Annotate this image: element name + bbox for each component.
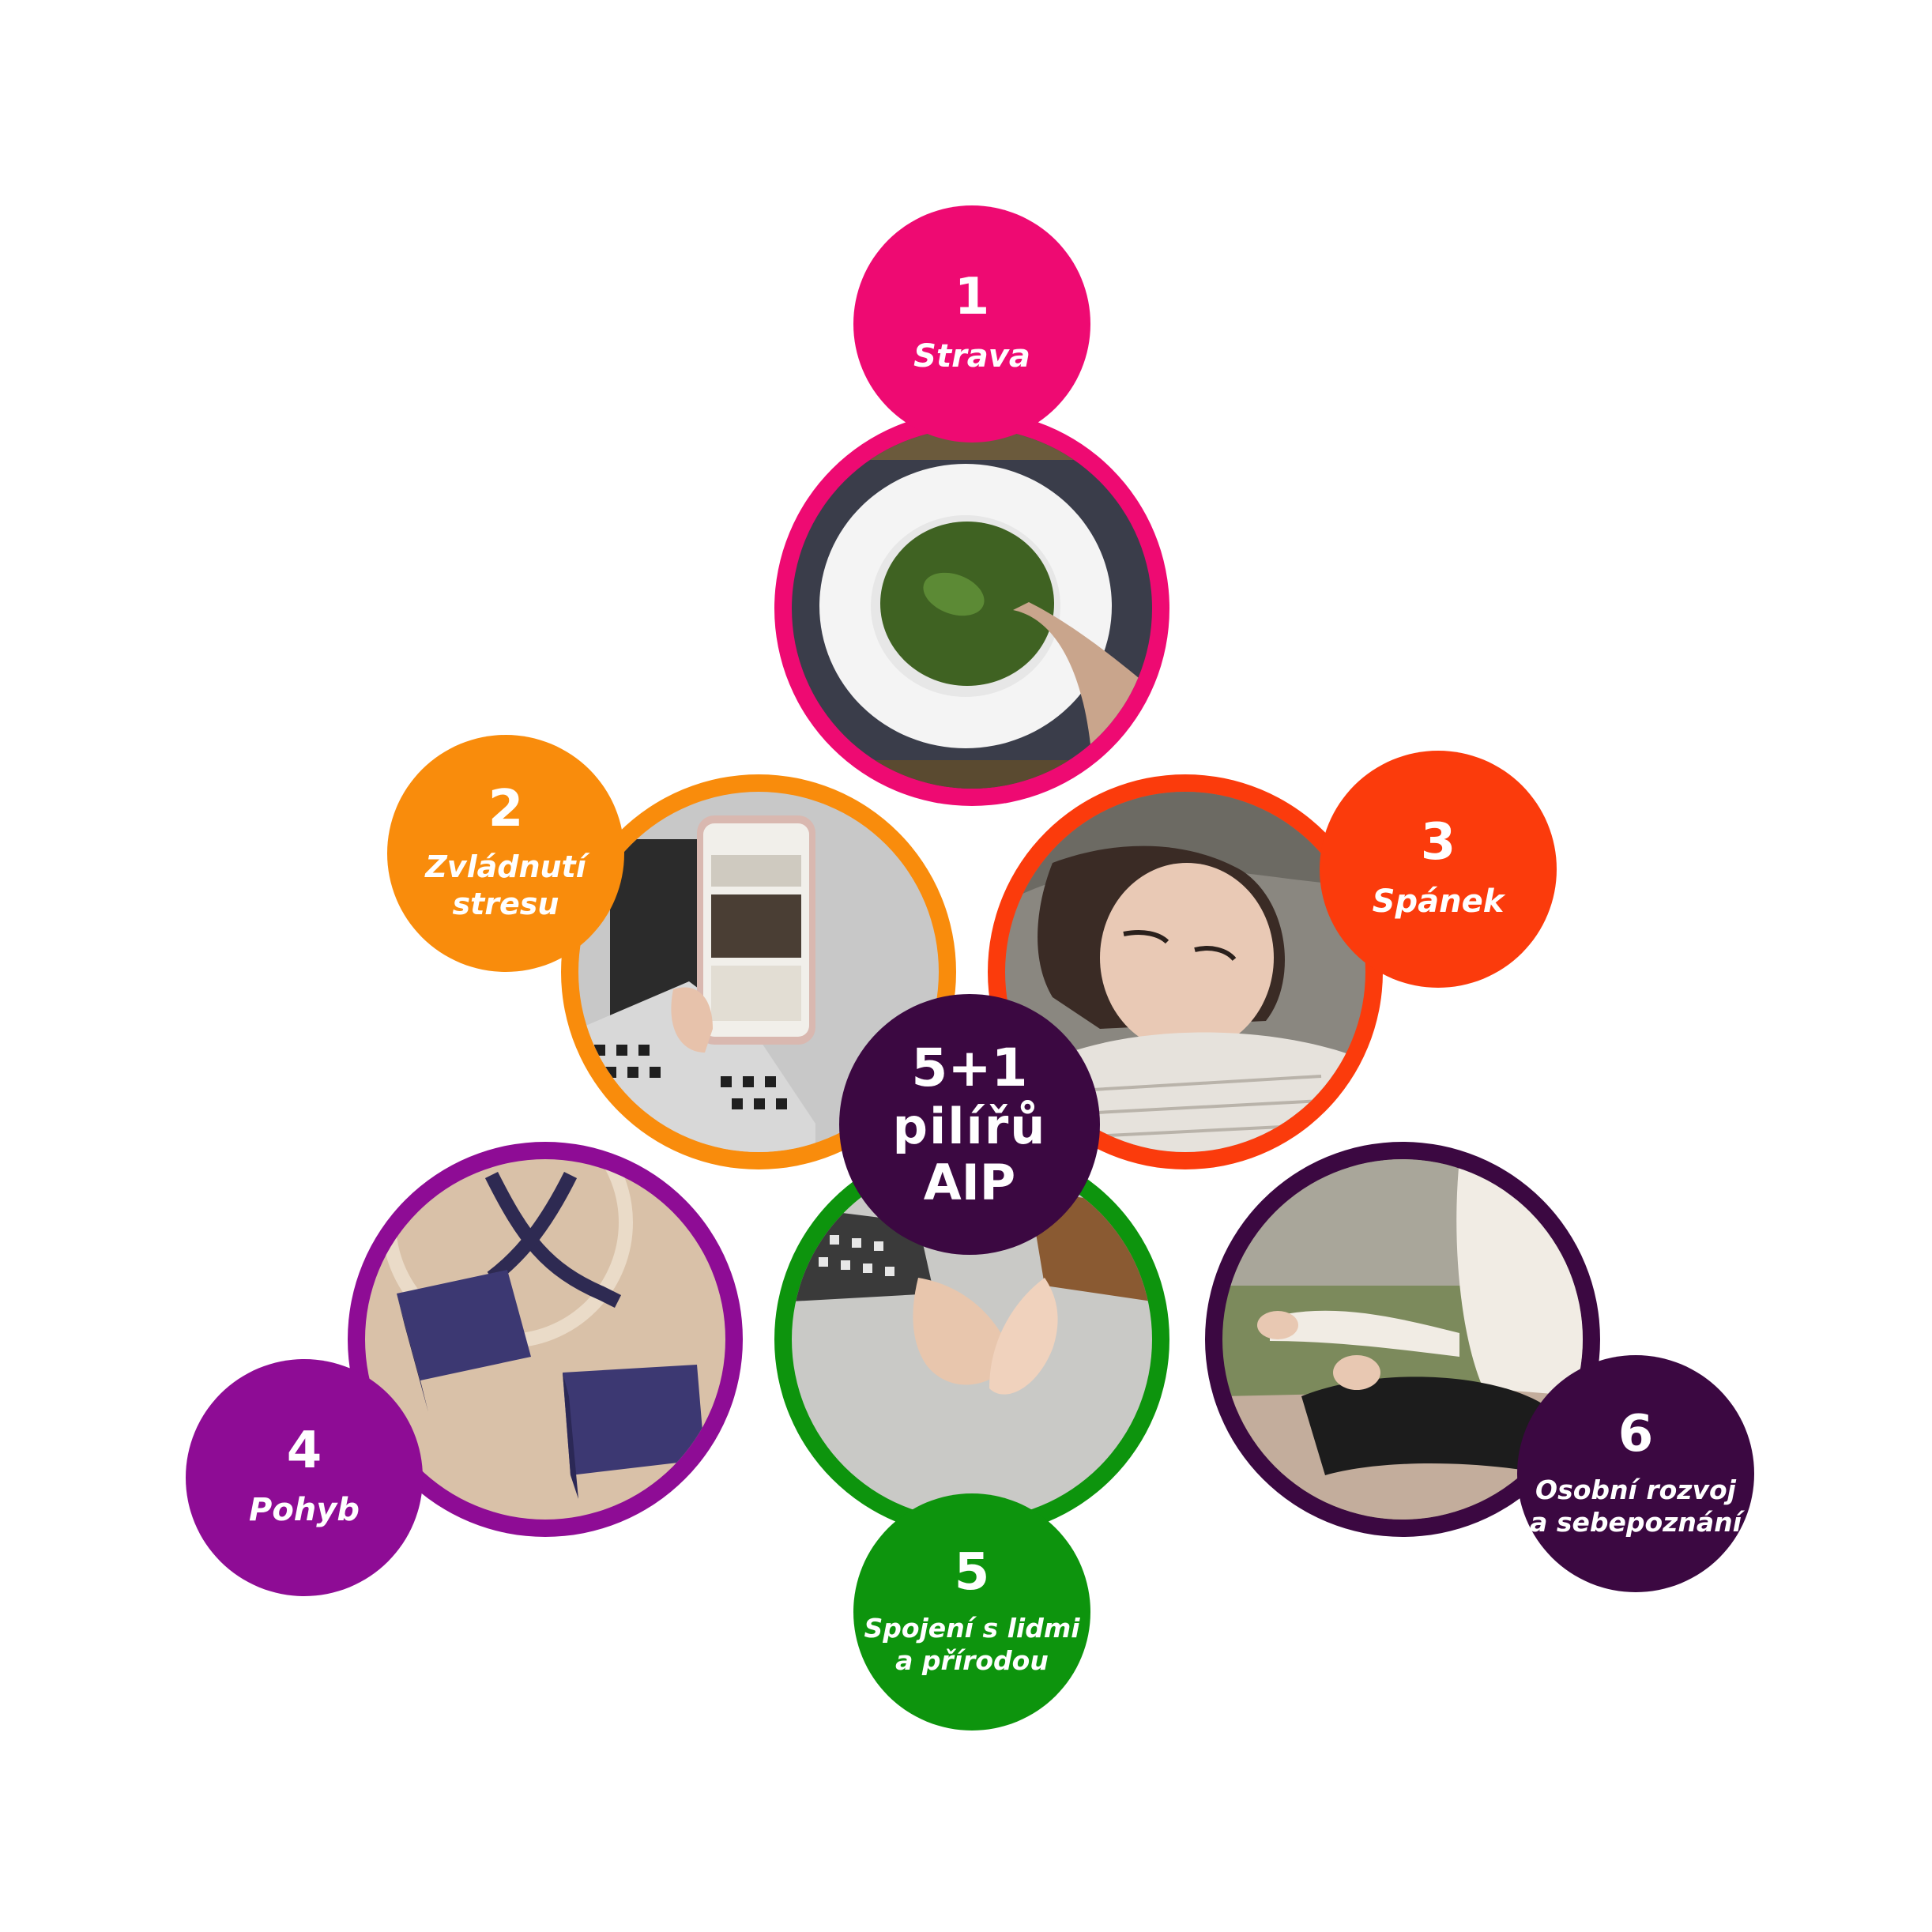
center-line-2: pilířů bbox=[892, 1097, 1047, 1155]
pillar-2-label: 2 Zvládnutí stresu bbox=[387, 735, 624, 972]
pillar-1-photo-green-soup bbox=[792, 428, 1152, 789]
pillar-6-name-line2: a sebepoznání bbox=[1530, 1507, 1742, 1538]
pillar-4-photo-yoga-blocks bbox=[365, 1159, 725, 1520]
pillar-5-label: 5 Spojení s lidmi a přírodou bbox=[853, 1493, 1090, 1731]
center-hub: 5+1 pilířů AIP bbox=[839, 994, 1100, 1255]
pillar-1-number: 1 bbox=[954, 268, 990, 326]
pillar-3-number: 3 bbox=[1420, 813, 1456, 872]
pillar-2-name-line1: Zvládnutí bbox=[425, 849, 586, 884]
pillar-4-name: Pohyb bbox=[249, 1492, 360, 1528]
pillar-1-name: Strava bbox=[913, 338, 1030, 375]
pillar-3-name: Spánek bbox=[1372, 883, 1505, 920]
pillar-6-photo-meditation bbox=[1222, 1159, 1583, 1520]
pillar-5-name-line1: Spojení s lidmi bbox=[864, 1612, 1080, 1644]
pillar-1-label: 1 Strava bbox=[853, 205, 1090, 443]
pillar-2-number: 2 bbox=[488, 779, 524, 838]
pillar-4-number: 4 bbox=[286, 1422, 322, 1480]
center-line-3: AIP bbox=[923, 1153, 1016, 1211]
center-line-1: 5+1 bbox=[911, 1037, 1028, 1098]
pillar-6-label: 6 Osobní rozvoj a sebepoznání bbox=[1517, 1355, 1754, 1592]
pillar-6-name-line1: Osobní rozvoj bbox=[1535, 1474, 1736, 1505]
pillar-5-number: 5 bbox=[954, 1542, 990, 1602]
pillar-4-label: 4 Pohyb bbox=[186, 1359, 423, 1596]
pillar-2-name-line2: stresu bbox=[452, 887, 559, 921]
pillar-6-number: 6 bbox=[1618, 1404, 1654, 1463]
pillar-5-name-line2: a přírodou bbox=[895, 1645, 1049, 1676]
pillar-3-label: 3 Spánek bbox=[1320, 751, 1557, 988]
